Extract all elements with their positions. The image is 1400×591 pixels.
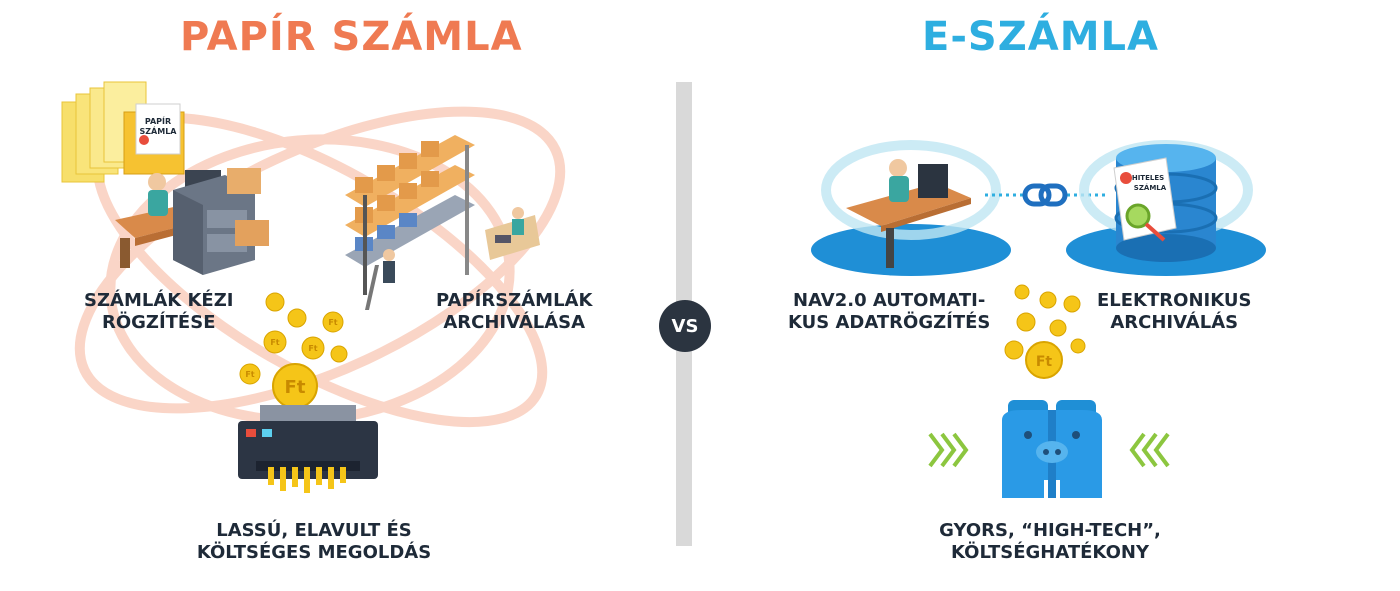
label-paper-archive-line2: ARCHIVÁLÁSA [443, 312, 586, 333]
coin-symbol-right: Ft [1036, 354, 1053, 370]
label-auto-entry: NAV2.0 AUTOMATI- KUS ADATRÖGZÍTÉS [788, 290, 990, 334]
label-paper-conclusion-line2: KÖLTSÉGES MEGOLDÁS [196, 542, 432, 563]
vs-badge: VS [659, 300, 711, 352]
coin-symbol: Ft [285, 377, 306, 398]
documents-icon: PAPÍR SZÁMLA [61, 81, 185, 183]
envelope-text-2: SZÁMLA [139, 125, 177, 136]
office-worker-icon [115, 168, 269, 275]
label-manual-entry: SZÁMLÁK KÉZI RÖGZÍTÉSE [84, 290, 233, 334]
coins-icon-right: Ft [1004, 284, 1086, 379]
label-paper-conclusion-line1: LASSÚ, ELAVULT ÉS [216, 520, 412, 541]
e-invoice-title: E-SZÁMLA [922, 14, 1159, 60]
label-e-conclusion-line1: GYORS, “HIGH-TECH”, [939, 520, 1161, 541]
svg-text:Ft: Ft [308, 344, 317, 353]
label-manual-entry-line1: SZÁMLÁK KÉZI [84, 290, 234, 311]
label-auto-entry-line2: KUS ADATRÖGZÍTÉS [788, 312, 991, 333]
label-paper-archive-line1: PAPÍRSZÁMLÁK [436, 290, 593, 311]
envelope-text-1: PAPÍR [145, 115, 171, 126]
label-e-conclusion-line2: KÖLTSÉGHATÉKONY [951, 542, 1149, 563]
svg-text:Ft: Ft [245, 370, 254, 379]
shredder-icon [238, 405, 378, 493]
label-manual-entry-line2: RÖGZÍTÉSE [101, 312, 216, 333]
coins-icon: Ft Ft Ft Ft Ft [239, 292, 348, 409]
label-electronic-archive-line2: ARCHIVÁLÁS [1110, 312, 1239, 333]
label-electronic-archive-line1: ELEKTRONIKUS [1097, 290, 1252, 311]
piggy-bank-icon [1002, 400, 1102, 498]
svg-text:Ft: Ft [270, 338, 279, 347]
label-paper-archive: PAPÍRSZÁMLÁK ARCHIVÁLÁSA [436, 290, 592, 334]
label-auto-entry-line1: NAV2.0 AUTOMATI- [793, 290, 986, 311]
paper-invoice-title: PAPÍR SZÁMLA [180, 14, 523, 60]
computer-worker-icon [811, 140, 1011, 276]
chevron-arrows-icon-right [1129, 432, 1170, 468]
warehouse-shelves-icon [345, 135, 540, 310]
label-e-conclusion: GYORS, “HIGH-TECH”, KÖLTSÉGHATÉKONY [925, 520, 1175, 564]
database-icon: HITELES SZÁMLA [1066, 140, 1266, 276]
label-electronic-archive: ELEKTRONIKUS ARCHIVÁLÁS [1097, 290, 1251, 334]
link-icon [985, 183, 1105, 207]
document-text-2: SZÁMLA [1134, 183, 1167, 192]
chevron-arrows-icon-left [928, 432, 969, 468]
svg-text:Ft: Ft [328, 318, 337, 327]
label-paper-conclusion: LASSÚ, ELAVULT ÉS KÖLTSÉGES MEGOLDÁS [189, 520, 439, 564]
document-text-1: HITELES [1132, 174, 1164, 182]
